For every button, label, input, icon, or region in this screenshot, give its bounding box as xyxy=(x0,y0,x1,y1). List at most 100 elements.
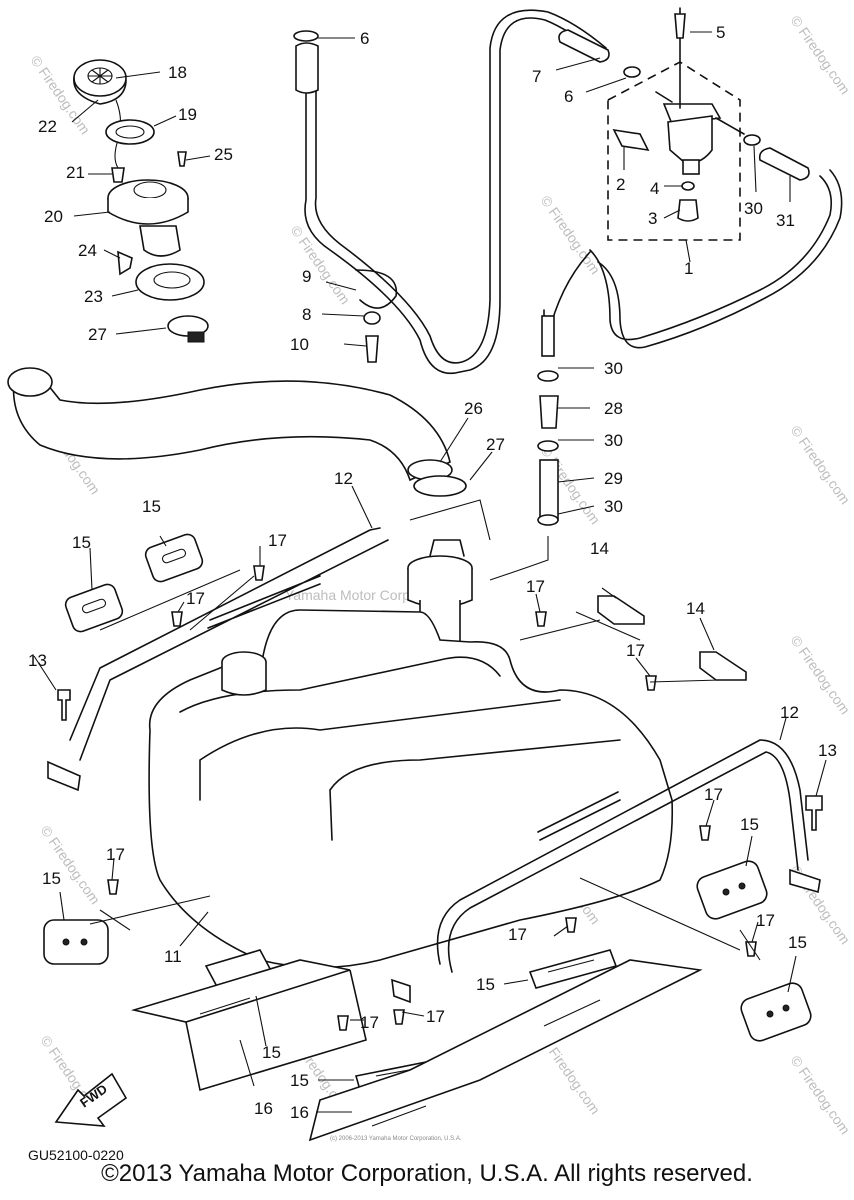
callout-17: 17 xyxy=(526,577,545,596)
watermark-site: © Firedog.com xyxy=(788,1053,854,1138)
watermark-site: © Firedog.com xyxy=(788,13,854,98)
clamp-30-b xyxy=(537,440,559,452)
leader-lines xyxy=(33,31,827,1113)
hose-end xyxy=(541,315,555,357)
callout-6: 6 xyxy=(564,87,573,106)
callout-30: 30 xyxy=(604,359,623,378)
drawing-code: GU52100-0220 xyxy=(28,1147,124,1163)
chain-clip-21 xyxy=(111,167,125,183)
pad-15 xyxy=(64,583,124,633)
callout-23: 23 xyxy=(84,287,103,306)
watermark-site: © Firedog.com xyxy=(288,223,354,308)
callout-30: 30 xyxy=(604,497,623,516)
callout-22: 22 xyxy=(38,117,57,136)
fuel-cap xyxy=(73,59,127,105)
watermark-site: © Firedog.com xyxy=(788,423,854,508)
copyright-notice: ©2013 Yamaha Motor Corporation, U.S.A. A… xyxy=(101,1160,753,1187)
clamp-30-right xyxy=(743,134,761,146)
callout-6: 6 xyxy=(360,29,369,48)
pad-15 xyxy=(43,919,109,965)
bolt-13-right xyxy=(805,795,823,831)
fuel-tank-11 xyxy=(148,609,674,969)
callout-16: 16 xyxy=(254,1099,273,1118)
bracket-foot-right xyxy=(789,868,821,894)
strap-9 xyxy=(355,269,398,309)
grommets-17 xyxy=(107,565,757,1031)
clamp-30-c xyxy=(537,514,559,526)
screw-25 xyxy=(177,151,187,167)
callout-13: 13 xyxy=(28,651,47,670)
bracket-12-left xyxy=(69,527,389,761)
watermark-site: © Firedog.com xyxy=(38,823,104,908)
callout-25: 25 xyxy=(214,145,233,164)
bracket-foot-left xyxy=(47,760,81,792)
callout-15: 15 xyxy=(476,975,495,994)
callout-17: 17 xyxy=(360,1013,379,1032)
callout-17: 17 xyxy=(426,1007,445,1026)
bracket-12-right xyxy=(436,739,809,973)
callout-15: 15 xyxy=(788,933,807,952)
callout-17: 17 xyxy=(756,911,775,930)
callout-27: 27 xyxy=(88,325,107,344)
callout-26: 26 xyxy=(464,399,483,418)
callout-14: 14 xyxy=(590,539,609,558)
callout-15: 15 xyxy=(290,1071,309,1090)
cap-seal-19 xyxy=(105,119,155,145)
filter-assembly-box xyxy=(607,61,741,241)
callout-31: 31 xyxy=(776,211,795,230)
callout-17: 17 xyxy=(186,589,205,608)
clamp-27-bottom xyxy=(413,475,467,497)
callout-16: 16 xyxy=(290,1103,309,1122)
clamp-30-a xyxy=(537,370,559,382)
hose-31 xyxy=(758,147,810,181)
callout-17: 17 xyxy=(106,845,125,864)
pad-15 xyxy=(144,533,204,583)
filler-hose-26 xyxy=(12,369,451,482)
watermark-site: © Firedog.com xyxy=(538,193,604,278)
washer-8 xyxy=(363,311,381,325)
filler-neck-20 xyxy=(107,179,189,257)
callout-15: 15 xyxy=(740,815,759,834)
callout-28: 28 xyxy=(604,399,623,418)
pad-15 xyxy=(696,860,768,920)
tank-top-ridge xyxy=(179,656,621,841)
plate-16-left xyxy=(130,959,367,1092)
hose-29 xyxy=(539,459,559,521)
watermark-tiny: (c) 2006-2013 Yamaha Motor Corporation, … xyxy=(330,1136,462,1142)
callout-30: 30 xyxy=(604,431,623,450)
callout-19: 19 xyxy=(178,105,197,124)
callout-5: 5 xyxy=(716,23,725,42)
callout-3: 3 xyxy=(648,209,657,228)
bolt-10 xyxy=(365,335,379,363)
pad-15 xyxy=(740,982,812,1042)
fuel-sender-unit xyxy=(407,539,473,658)
callout-8: 8 xyxy=(302,305,311,324)
breather-hose-route xyxy=(304,9,843,374)
callout-12: 12 xyxy=(780,703,799,722)
hose-7 xyxy=(558,29,610,63)
gasket-23 xyxy=(135,263,205,301)
callout-17: 17 xyxy=(704,785,723,804)
callout-13: 13 xyxy=(818,741,837,760)
clamp-27-top xyxy=(167,315,209,343)
callout-10: 10 xyxy=(290,335,309,354)
fuel-line-lead xyxy=(489,536,549,581)
fuel-filter xyxy=(612,7,745,222)
callout-15: 15 xyxy=(262,1043,281,1062)
callout-18: 18 xyxy=(168,63,187,82)
bracket-foot-bottom xyxy=(391,978,411,1004)
callout-30: 30 xyxy=(744,199,763,218)
callout-20: 20 xyxy=(44,207,63,226)
mount-14-a xyxy=(597,595,645,625)
callout-2: 2 xyxy=(616,175,625,194)
plate-16-right xyxy=(308,959,703,1142)
mount-14-b xyxy=(699,651,747,681)
callout-27: 27 xyxy=(486,435,505,454)
callout-15: 15 xyxy=(142,497,161,516)
callout-15: 15 xyxy=(72,533,91,552)
clamp-6-top xyxy=(293,30,319,42)
callout-24: 24 xyxy=(78,241,97,260)
clamp-6-right xyxy=(623,66,641,78)
callout-9: 9 xyxy=(302,267,311,286)
